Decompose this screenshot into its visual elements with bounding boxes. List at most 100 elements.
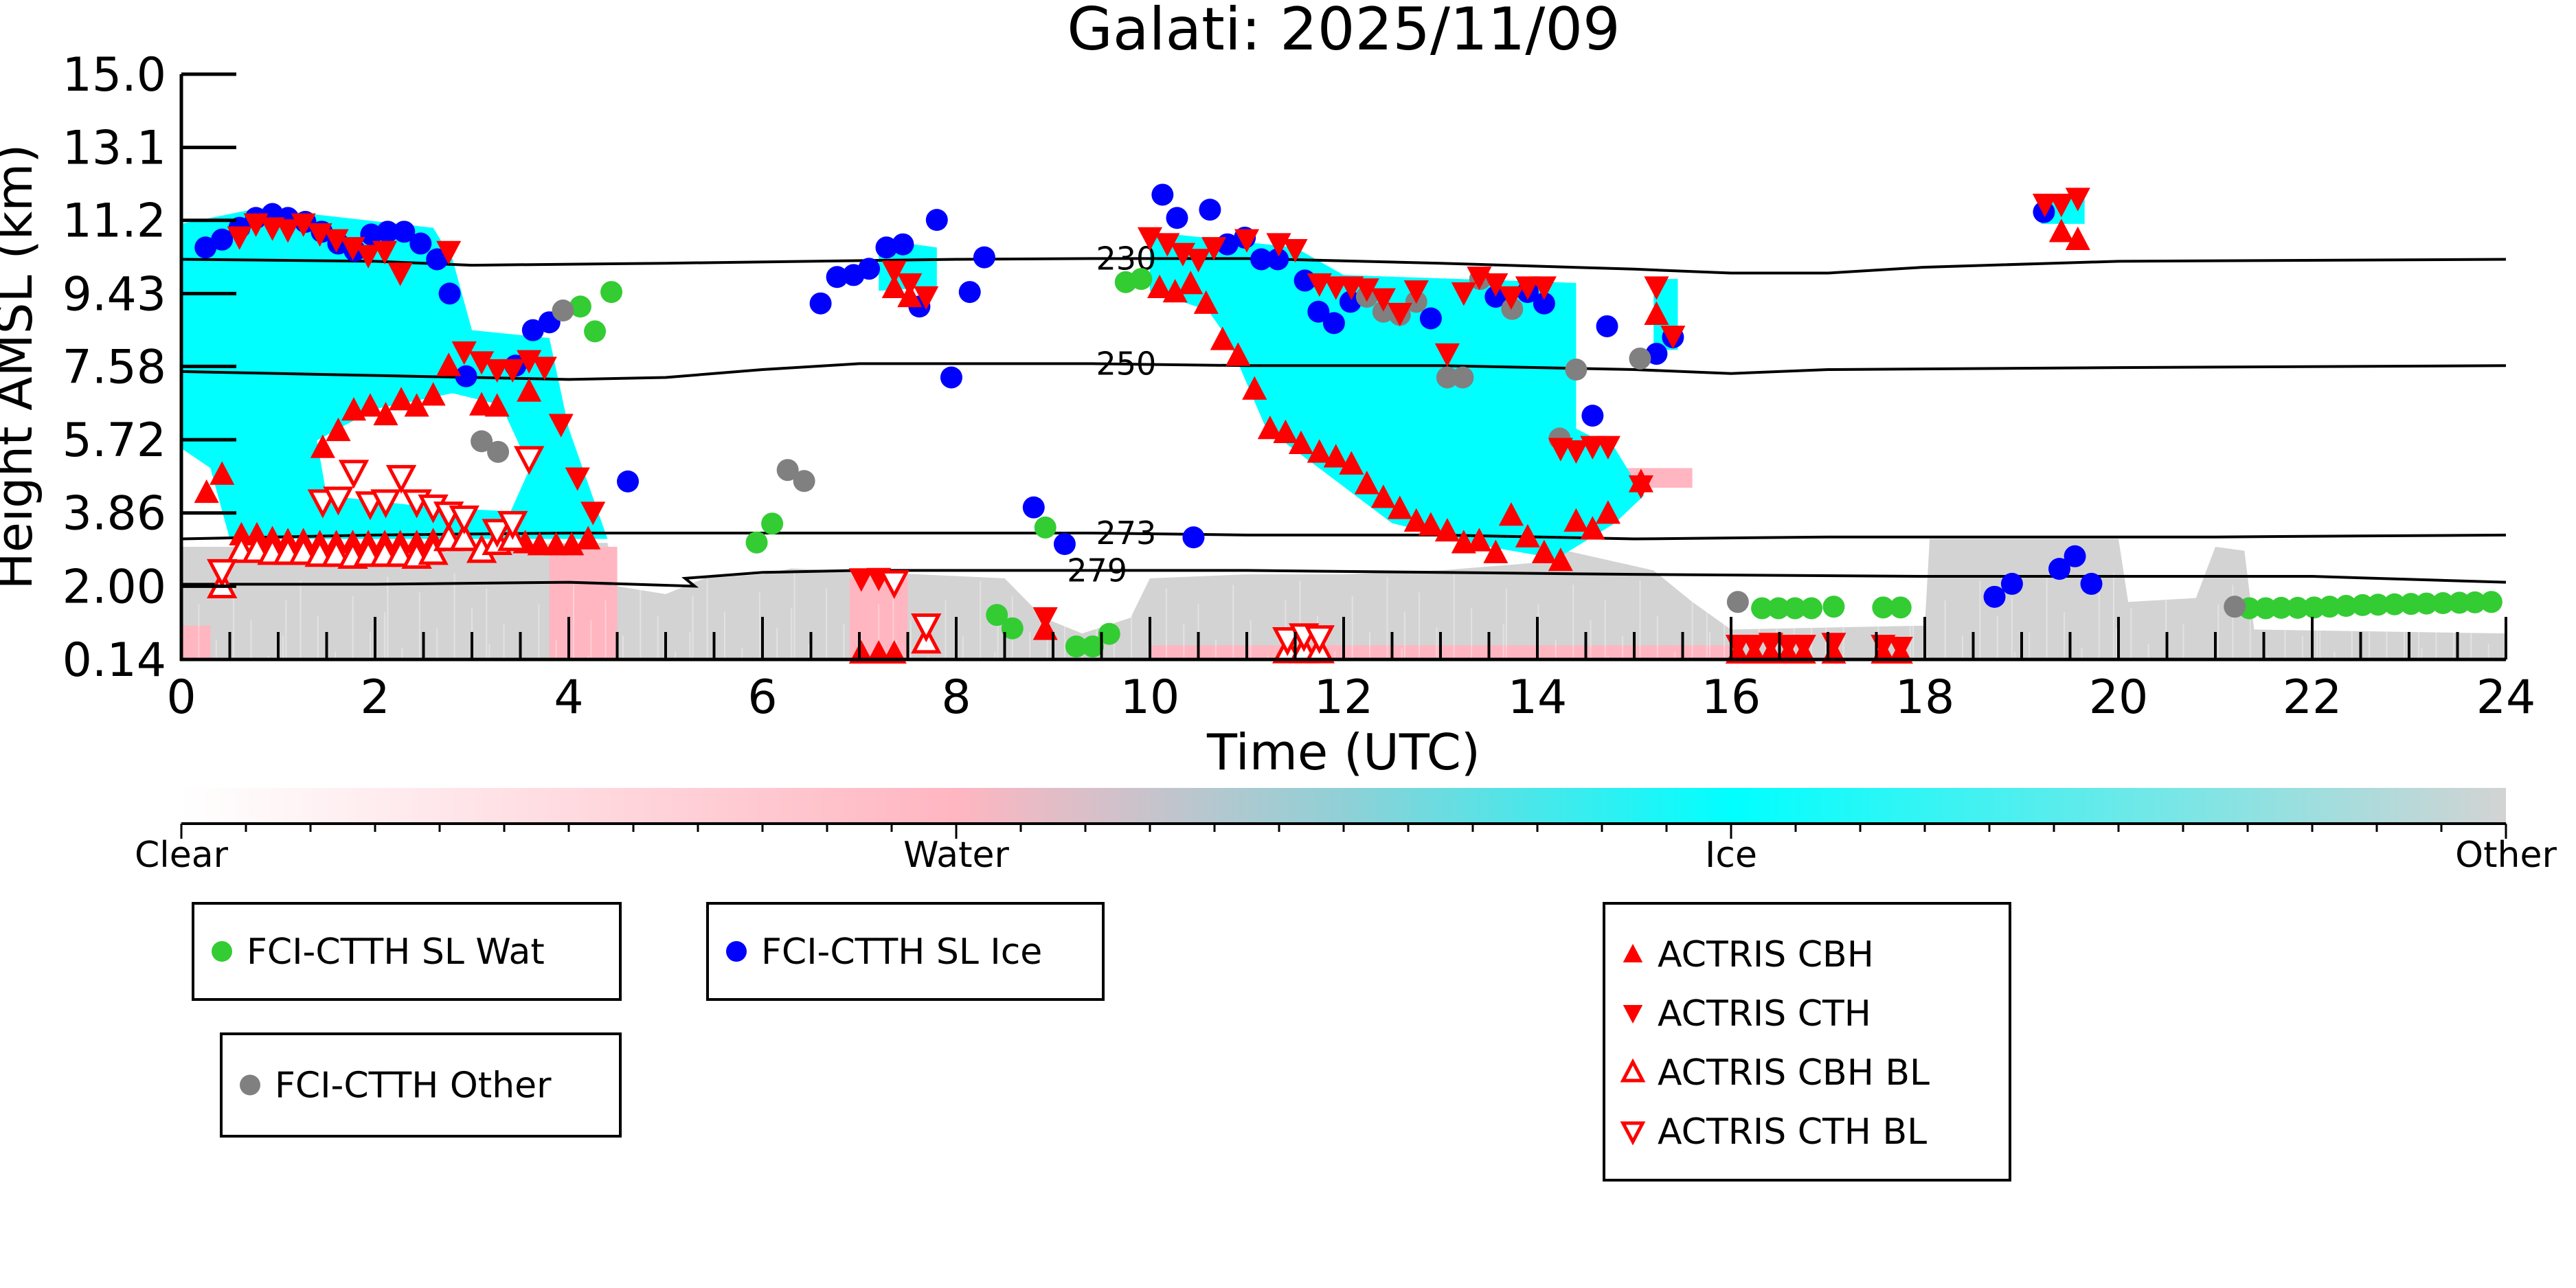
actris-cth-point: [914, 286, 939, 310]
fci-ctth-sl-wat-point: [2480, 591, 2502, 613]
actris-cbh-bl-point: [385, 538, 416, 567]
fci-ctth-sl-ice-point: [438, 282, 461, 305]
actris-cth-point: [848, 568, 874, 592]
fci-ctth-sl-ice-point: [1596, 315, 1618, 337]
x-tick-label: 8: [941, 670, 971, 725]
x-axis-label: Time (UTC): [1206, 723, 1480, 781]
actris-cth-point: [580, 501, 606, 526]
actris-cth-point: [1791, 635, 1816, 659]
actris-cbh-point: [1387, 495, 1412, 519]
actris-cbh-point: [1273, 419, 1298, 443]
fci-ctth-sl-wat-point: [2335, 595, 2358, 618]
actris-cbh-point: [1644, 301, 1669, 325]
actris-cth-point: [1531, 276, 1557, 300]
actris-cth-bl-point: [207, 558, 238, 588]
colorbar-label: Other: [2455, 835, 2557, 876]
actris-cth-point: [1186, 249, 1211, 273]
fci-ctth-sl-ice-point: [426, 248, 449, 271]
legend-marker: [240, 1074, 260, 1096]
legend-label: ACTRIS CBH BL: [1658, 1052, 1930, 1094]
actris-cbh-point: [881, 274, 907, 298]
actris-cbh-point: [1548, 547, 1573, 572]
fci-ctth-sl-ice-point: [1645, 343, 1668, 365]
actris-cbh-point: [1307, 439, 1332, 463]
actris-cth-point: [1888, 637, 1913, 661]
actris-cbh-point: [373, 401, 398, 426]
actris-cbh-point: [389, 387, 414, 411]
fci-ctth-sl-ice-point: [360, 223, 383, 246]
actris-cbh-point: [1418, 512, 1443, 536]
actris-cbh-point: [1257, 416, 1283, 440]
fci-ctth-sl-ice-point: [1250, 248, 1273, 271]
actris-cth-point: [324, 229, 349, 253]
fci-ctth-sl-ice-point: [1533, 292, 1555, 315]
actris-cth-point: [1370, 288, 1396, 312]
fci-ctth-sl-ice-point: [2064, 545, 2086, 567]
actris-cth-point: [275, 219, 301, 243]
isotherm-label: 279: [1067, 552, 1127, 589]
actris-cbh-point: [1193, 290, 1219, 314]
actris-cth-point: [548, 414, 574, 438]
actris-cth-bl-point: [482, 519, 512, 548]
actris-cth-point: [1403, 280, 1429, 304]
fci-ctth-sl-ice-point: [1267, 248, 1289, 271]
fci-ctth-sl-wat-point: [1130, 268, 1153, 291]
actris-cbh-point: [357, 393, 383, 417]
actris-cth-point: [1595, 436, 1620, 460]
actris-cth-point: [1266, 233, 1291, 257]
actris-cbh-point: [1178, 271, 1204, 295]
fci-ctth-sl-ice-point: [1581, 405, 1604, 427]
actris-cth-point: [1032, 607, 1058, 631]
legend-box: [1603, 902, 2011, 1182]
actris-cbh-point: [1434, 518, 1460, 542]
fci-ctth-sl-wat-point: [2303, 596, 2325, 619]
actris-cbh-point: [1210, 326, 1235, 350]
actris-cbh-point: [1225, 342, 1251, 366]
actris-cbh-point: [420, 382, 446, 406]
actris-cth-point: [340, 237, 365, 261]
actris-cbh-point: [1339, 451, 1364, 475]
isotherm-line: [181, 257, 2507, 275]
actris-cth-point: [1234, 229, 1260, 253]
actris-cbh-point: [326, 417, 351, 442]
actris-cbh-point: [469, 392, 495, 416]
legend-marker: [212, 941, 232, 962]
fci-ctth-sl-wat-point: [1784, 597, 1807, 620]
x-tick-label: 18: [1895, 670, 1955, 725]
fci-ctth-sl-ice-point: [1182, 526, 1205, 549]
fci-ctth-sl-ice-point: [2080, 572, 2103, 595]
fci-ctth-sl-wat-point: [584, 320, 607, 343]
fci-ctth-other-point: [1629, 347, 1651, 370]
fci-ctth-sl-wat-point: [1001, 617, 1024, 640]
region-water: [849, 578, 908, 659]
legend-label: FCI-CTTH SL Wat: [247, 931, 545, 973]
actris-cth-point: [307, 223, 332, 247]
actris-cth-bl-point: [513, 446, 545, 475]
fci-ctth-sl-wat-point: [745, 531, 768, 554]
actris-cth-bl-point: [911, 613, 942, 643]
actris-cth-point: [1741, 635, 1767, 659]
actris-cbh-point: [881, 640, 907, 664]
actris-cth-point: [1467, 267, 1492, 291]
x-tick-label: 2: [360, 670, 389, 725]
fci-ctth-sl-wat-point: [2318, 596, 2341, 618]
fci-ctth-sl-wat-point: [1081, 635, 1104, 658]
fci-ctth-sl-wat-point: [2255, 597, 2277, 620]
fci-ctth-sl-wat-point: [2432, 592, 2454, 615]
actris-cth-point: [1483, 273, 1509, 297]
fci-ctth-sl-ice-point: [521, 319, 544, 341]
fci-ctth-other-point: [793, 470, 815, 493]
actris-cth-point: [2032, 194, 2057, 218]
actris-cth-point: [1451, 282, 1476, 306]
region-water: [181, 625, 211, 659]
fci-ctth-sl-ice-point: [973, 246, 995, 269]
fci-ctth-other-point: [1726, 591, 1749, 613]
actris-cth-point: [1758, 633, 1783, 657]
region-water: [549, 547, 618, 659]
y-tick-label: 15.0: [63, 48, 166, 102]
actris-cth-bl-point: [449, 505, 479, 534]
fci-ctth-sl-ice-point: [1151, 183, 1174, 206]
actris-cth-point: [291, 213, 316, 237]
x-tick-label: 22: [2283, 670, 2342, 725]
